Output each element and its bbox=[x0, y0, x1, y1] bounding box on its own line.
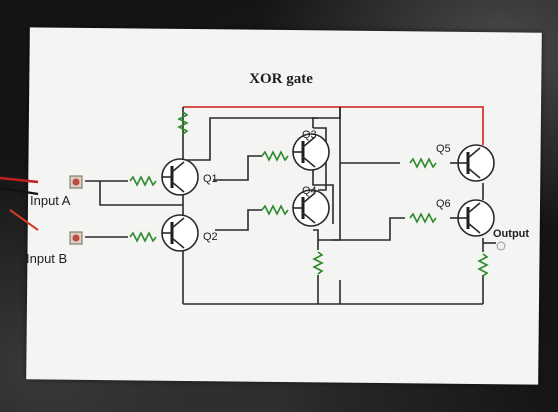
q4-label: Q4 bbox=[302, 185, 317, 197]
transistor-q1: Q1 bbox=[161, 158, 218, 196]
red-lead-wire-2 bbox=[9, 209, 39, 231]
transistor-q3: Q3 bbox=[292, 129, 330, 171]
input-a-label: Input A bbox=[30, 193, 71, 208]
transistor-q6: Q6 bbox=[436, 198, 495, 237]
resistor-q1-base bbox=[129, 175, 157, 187]
transistor-q4: Q4 bbox=[292, 185, 330, 227]
black-lead-wire bbox=[0, 186, 39, 196]
diagram-title: XOR gate bbox=[249, 71, 313, 87]
circuit-wires bbox=[85, 107, 496, 305]
supply-rail bbox=[183, 106, 484, 145]
q6-label: Q6 bbox=[436, 198, 451, 210]
output-led bbox=[496, 241, 506, 251]
resistor-q4-base bbox=[261, 204, 289, 216]
q3-label: Q3 bbox=[302, 129, 317, 141]
q1-label: Q1 bbox=[203, 173, 218, 185]
resistor-q6-base bbox=[409, 212, 437, 224]
input-b-button bbox=[69, 231, 83, 245]
resistor-q3-base bbox=[261, 150, 289, 162]
resistors bbox=[129, 111, 489, 277]
resistor-output bbox=[477, 253, 489, 277]
transistor-q2: Q2 bbox=[161, 214, 218, 252]
q5-label: Q5 bbox=[436, 143, 451, 155]
red-lead-wire bbox=[0, 176, 39, 184]
resistor-q4-emitter bbox=[312, 251, 324, 275]
resistor-q5-base bbox=[409, 157, 437, 169]
resistor-q2-base bbox=[129, 231, 157, 243]
input-a-button bbox=[69, 175, 83, 189]
resistor-r1 bbox=[177, 111, 189, 135]
transistor-q5: Q5 bbox=[436, 143, 495, 182]
output-label: Output bbox=[493, 228, 529, 240]
q2-label: Q2 bbox=[203, 231, 218, 243]
input-b-label: Input B bbox=[26, 251, 67, 266]
